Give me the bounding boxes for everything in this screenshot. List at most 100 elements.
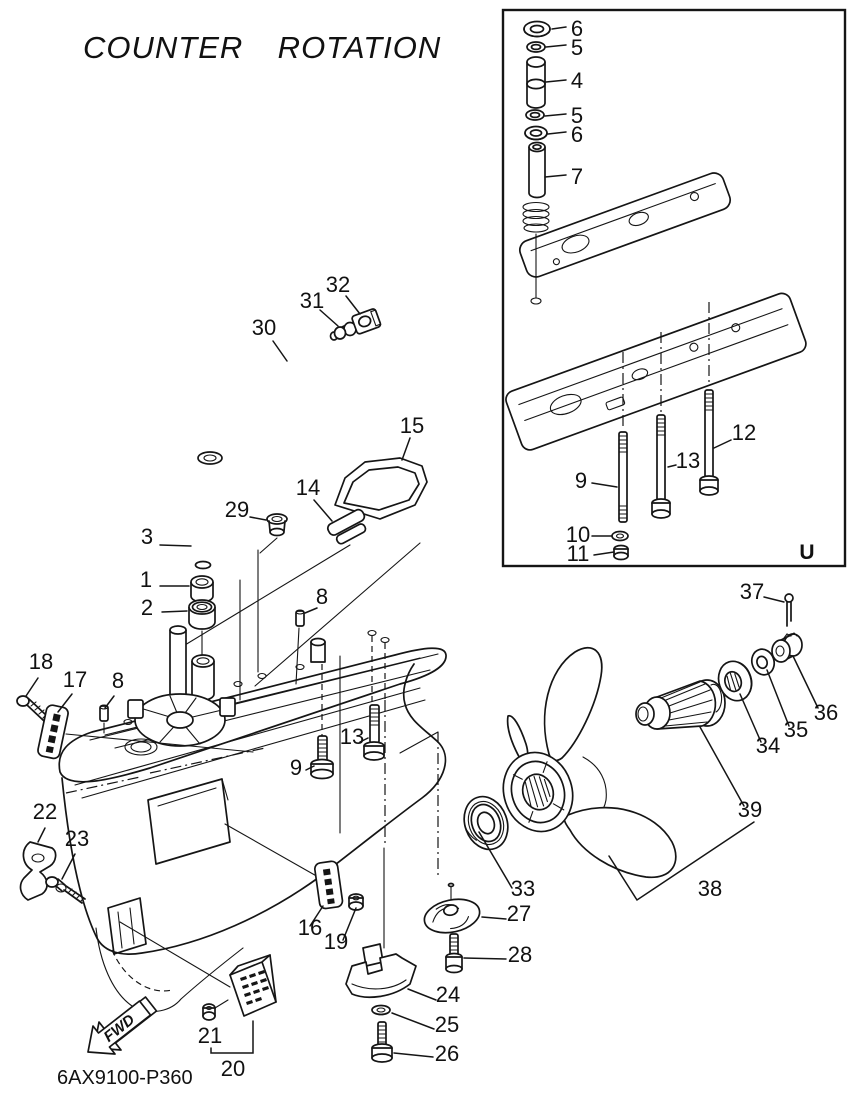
- callout-11: 11: [567, 541, 590, 566]
- water-tube-group: [193, 451, 223, 570]
- callout-3: 3: [141, 524, 153, 549]
- bolt-26: [371, 1021, 393, 1063]
- callout-31: 31: [300, 288, 324, 313]
- bolt-23: [45, 876, 86, 904]
- water-inlet: [107, 897, 147, 955]
- callout-30: 30: [252, 315, 276, 340]
- callout-28: 28: [508, 942, 532, 967]
- callout-8-right: 8: [316, 584, 328, 609]
- nut-11: [613, 544, 629, 561]
- callout-24: 24: [436, 982, 460, 1007]
- pinion-gear: [127, 693, 236, 747]
- callout-37: 37: [740, 579, 764, 604]
- bushing-31: [333, 321, 357, 340]
- callout-4: 4: [571, 68, 583, 93]
- assembly-lines: [119, 537, 439, 988]
- callout-7: 7: [571, 164, 583, 189]
- callout-6-lower: 6: [571, 122, 583, 147]
- callout-38: 38: [698, 876, 722, 901]
- cotter-pin-37: [784, 593, 794, 627]
- gearcase-housing: [58, 625, 447, 1013]
- callout-13-main: 13: [340, 724, 364, 749]
- prop-nut-36: [771, 632, 803, 663]
- callout-39: 39: [738, 797, 762, 822]
- callout-16: 16: [298, 915, 322, 940]
- callout-14: 14: [296, 475, 320, 500]
- callout-15: 15: [400, 413, 424, 438]
- callout-10: 10: [566, 522, 590, 547]
- washer-10: [611, 530, 629, 542]
- oil-seal-2: [188, 599, 216, 658]
- nut-19: [348, 893, 364, 911]
- inset-leader-lines: [544, 26, 732, 556]
- driveshaft-seal-stack: [522, 20, 551, 305]
- leader-lines: [25, 295, 819, 1058]
- plate-14: [326, 508, 367, 545]
- callout-5-upper: 5: [571, 35, 583, 60]
- inlet-slots: [240, 970, 269, 1005]
- callout-25: 25: [435, 1012, 459, 1037]
- callout-22: 22: [33, 799, 57, 824]
- side-cavity: [147, 778, 231, 865]
- deck-holes: [123, 629, 390, 756]
- spacer-34: [717, 660, 753, 702]
- callout-13-inset: 13: [676, 448, 700, 473]
- callout-26: 26: [435, 1041, 459, 1066]
- washer-35: [750, 648, 776, 676]
- anode-16: [313, 860, 344, 910]
- screw-18: [16, 695, 48, 722]
- page-title: COUNTER ROTATION: [83, 30, 441, 65]
- callout-20: 20: [221, 1056, 245, 1081]
- inset-box: [501, 8, 847, 568]
- inlet-cover-20: [214, 954, 277, 1017]
- trim-hose-group: [273, 308, 382, 515]
- callout-21: 21: [198, 1023, 222, 1048]
- grommet-29: [266, 513, 288, 537]
- callout-34: 34: [756, 733, 780, 758]
- bolt-9-main: [310, 735, 334, 780]
- dowel-pin-8-left: [99, 704, 109, 734]
- bolt-13-main: [363, 704, 385, 761]
- dowel-pin-8-right: [295, 609, 305, 685]
- callout-29: 29: [225, 497, 249, 522]
- diagram-labels: COUNTER ROTATION 6AX9100-P360 U FWD 6 5 …: [29, 16, 838, 1089]
- callout-9-inset: 9: [575, 468, 587, 493]
- callout-18: 18: [29, 649, 53, 674]
- callout-32: 32: [326, 272, 350, 297]
- skeg: [95, 927, 244, 1013]
- thrust-washer-33: [463, 795, 509, 851]
- bracket-22: [19, 841, 57, 901]
- bearing-sleeve: [191, 654, 215, 701]
- nut-21: [202, 1003, 216, 1021]
- callout-6-upper: 6: [571, 16, 583, 41]
- gearcase-studs-bolts: [611, 302, 719, 561]
- clamp-32: [351, 308, 382, 335]
- stud-9: [618, 431, 628, 523]
- spinner-39: [635, 679, 726, 730]
- part-code: 6AX9100-P360: [57, 1067, 193, 1089]
- propeller-38: [502, 646, 677, 879]
- washer-25: [371, 1004, 391, 1016]
- callout-1: 1: [140, 567, 152, 592]
- fwd-arrow: [87, 996, 158, 1055]
- callout-36: 36: [814, 700, 838, 725]
- inset-corner-label: U: [799, 541, 814, 564]
- bolt-12-inset: [699, 389, 719, 496]
- callout-9-main: 9: [290, 755, 302, 780]
- callout-35: 35: [784, 717, 808, 742]
- bolt-28: [445, 933, 463, 974]
- gasket-15: [334, 457, 428, 520]
- impeller-plate-27: [423, 882, 481, 934]
- callout-2: 2: [141, 595, 153, 620]
- callout-19: 19: [324, 929, 348, 954]
- callout-5-lower: 5: [571, 103, 583, 128]
- callout-23: 23: [65, 826, 89, 851]
- bushing-1: [190, 575, 214, 603]
- callout-12: 12: [732, 420, 756, 445]
- spring: [522, 201, 550, 233]
- callout-33: 33: [511, 876, 535, 901]
- bolt-13-inset: [651, 414, 671, 519]
- driveshaft: [162, 625, 194, 703]
